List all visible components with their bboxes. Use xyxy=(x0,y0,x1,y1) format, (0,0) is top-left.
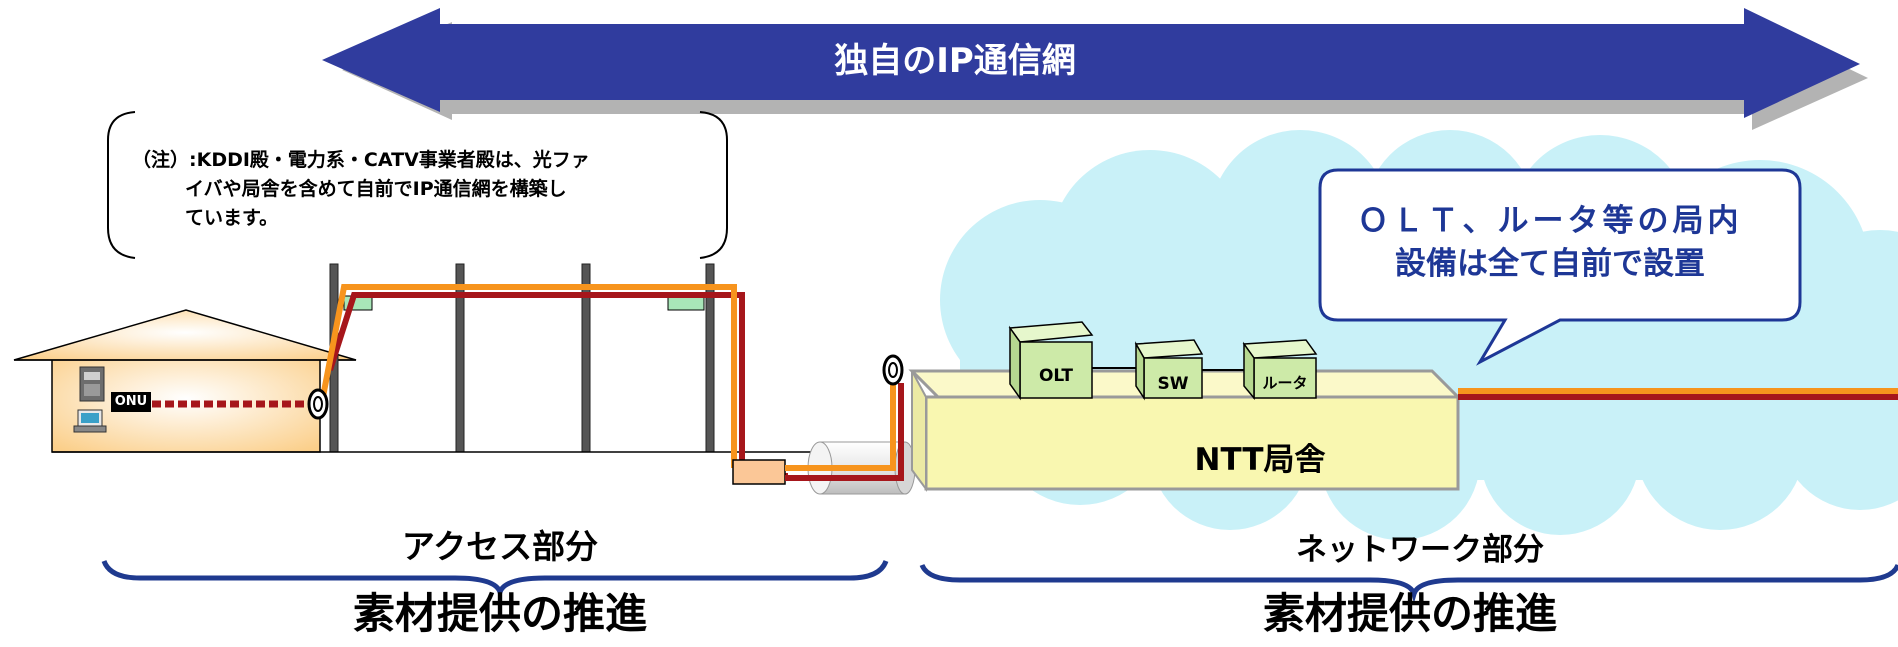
access-section-label: アクセス部分 xyxy=(401,527,599,566)
olt-box xyxy=(1008,321,1094,401)
network-brace xyxy=(919,563,1898,604)
router-box xyxy=(1242,339,1318,401)
office-label: NTT局舎 xyxy=(1194,442,1326,478)
network-section-label: ネットワーク部分 xyxy=(1296,532,1544,568)
note-bracket-right xyxy=(699,111,728,259)
olt-label: OLT xyxy=(1038,366,1074,386)
banner-label: 独自のIP通信網 xyxy=(834,41,1076,81)
onu-box xyxy=(111,392,151,412)
sw-box xyxy=(1134,339,1204,401)
underground-fiber-red2 xyxy=(895,383,904,481)
callout-line-2: 設備は全て自前で設置 xyxy=(1395,246,1705,282)
aerial-fiber-orange xyxy=(319,284,737,468)
callout-bubble xyxy=(1318,168,1802,366)
note-line-1: （注）:KDDI殿・電力系・CATV事業者殿は、光ファ xyxy=(132,149,590,171)
note-line-3: ています。 xyxy=(185,207,279,229)
aerial-fiber-red xyxy=(327,292,788,479)
splitter-right xyxy=(667,295,705,311)
banner-arrow xyxy=(322,8,1860,118)
callout-text: ＯＬＴ、ルータ等の局内 設備は全て自前で設置 xyxy=(1320,200,1780,286)
access-brace xyxy=(101,559,889,600)
telephone-icon xyxy=(79,366,105,402)
network-bottom-label: 素材提供の推進 xyxy=(1262,589,1557,638)
sw-label: SW xyxy=(1157,374,1189,394)
computer-icon xyxy=(73,409,107,433)
connector-house xyxy=(307,388,329,420)
router-label: ルータ xyxy=(1262,374,1308,392)
onu-label: ONU xyxy=(114,394,148,409)
callout-line-1: ＯＬＴ、ルータ等の局内 xyxy=(1357,203,1743,239)
cable-closure xyxy=(732,459,786,485)
access-bottom-label: 素材提供の推進 xyxy=(352,589,647,638)
note-line-2: イバや局舎を含めて自前でIP通信網を構築し xyxy=(185,178,567,200)
house xyxy=(13,309,357,453)
underground-fiber-orange xyxy=(785,383,896,471)
connector-office xyxy=(882,354,904,386)
note-text: （注）:KDDI殿・電力系・CATV事業者殿は、光ファ イバや局舎を含めて自前で… xyxy=(132,146,732,233)
note-bracket-left xyxy=(107,111,136,259)
